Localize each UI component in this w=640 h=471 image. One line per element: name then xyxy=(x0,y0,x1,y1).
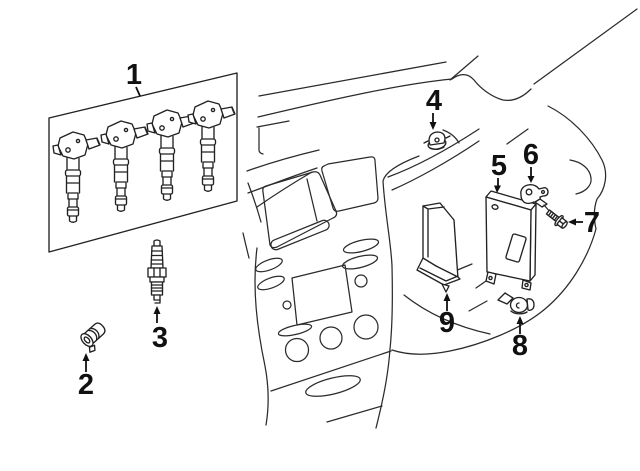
dash-recess xyxy=(321,156,379,212)
console-tray xyxy=(305,375,361,397)
dash-left-edge xyxy=(242,232,250,259)
callout-label-2[interactable]: 2 xyxy=(78,369,94,401)
left-vent xyxy=(257,275,285,291)
dash-top-edge xyxy=(257,78,453,118)
arrowhead-8 xyxy=(516,316,524,324)
ecm-module xyxy=(485,190,537,291)
bolt xyxy=(545,209,568,229)
console-left-edge xyxy=(254,247,269,426)
arrowhead-2 xyxy=(82,353,90,361)
display-vent-slot xyxy=(270,219,330,251)
dash-left-edge xyxy=(247,182,262,223)
surface-ticks xyxy=(454,263,488,312)
callout-label-6[interactable]: 6 xyxy=(523,139,539,171)
glovebox-seam xyxy=(569,159,592,195)
spark-plug xyxy=(147,239,167,304)
callout-5[interactable]: 5 xyxy=(491,150,507,193)
arrowhead-4 xyxy=(429,122,437,130)
dash-left-edge xyxy=(256,171,313,208)
console-right-edge xyxy=(375,155,420,429)
callout-8[interactable]: 8 xyxy=(512,316,528,362)
oblong-button xyxy=(277,323,313,337)
callout-3[interactable]: 3 xyxy=(152,306,168,354)
dash-right-edge xyxy=(391,105,607,355)
right-vent xyxy=(342,238,380,254)
callout-2[interactable]: 2 xyxy=(78,353,94,401)
callout-label-3[interactable]: 3 xyxy=(152,322,168,354)
dashboard-line-art xyxy=(242,8,638,429)
dash-front-crease xyxy=(387,128,480,178)
callout-9[interactable]: 9 xyxy=(439,293,455,339)
ambient-sensor xyxy=(497,292,535,315)
hvac-knob xyxy=(284,337,310,363)
callout-label-4[interactable]: 4 xyxy=(426,85,442,117)
console-crease xyxy=(270,350,392,392)
console-crease xyxy=(326,405,383,423)
cluster-hood-hump xyxy=(451,74,532,102)
bracket-panel xyxy=(416,202,461,293)
display-pod xyxy=(262,171,338,249)
callout-6[interactable]: 6 xyxy=(523,139,539,183)
callout-4[interactable]: 4 xyxy=(426,85,442,130)
center-screen xyxy=(291,264,353,326)
callout-label-9[interactable]: 9 xyxy=(439,307,455,339)
arrowhead-6 xyxy=(527,176,535,183)
sun-sensor xyxy=(423,131,451,150)
mounting-bracket xyxy=(520,184,549,208)
dash-crease xyxy=(246,149,320,172)
right-vent xyxy=(341,254,379,270)
arrowhead-9 xyxy=(443,293,451,301)
callout-label-5[interactable]: 5 xyxy=(491,150,507,182)
pillar-line-right xyxy=(533,8,638,85)
ignition-coil-set xyxy=(48,72,238,253)
leader-line-1 xyxy=(135,86,141,97)
dash-crease xyxy=(247,167,318,194)
knock-sensor xyxy=(80,322,106,353)
left-vent xyxy=(255,257,283,273)
callout-label-1[interactable]: 1 xyxy=(126,59,142,91)
arrowhead-7 xyxy=(568,218,576,226)
dash-lower-crease xyxy=(403,294,491,335)
dash-trim-seam xyxy=(256,120,290,155)
small-button xyxy=(282,300,292,310)
callout-7[interactable]: 7 xyxy=(568,207,600,239)
dash-front-crease xyxy=(391,140,480,191)
pillar-line xyxy=(449,55,479,81)
hvac-knob xyxy=(319,326,343,350)
dash-crease xyxy=(506,128,529,145)
arrowhead-5 xyxy=(494,185,501,193)
dash-top-line xyxy=(258,61,447,97)
callout-1[interactable]: 1 xyxy=(126,59,142,97)
small-button xyxy=(354,274,368,288)
sensor-seat-curve xyxy=(442,129,460,144)
display-divider xyxy=(306,178,318,222)
hvac-knob xyxy=(353,314,379,340)
callout-label-7[interactable]: 7 xyxy=(584,207,600,239)
callout-label-8[interactable]: 8 xyxy=(512,330,528,362)
arrowhead-3 xyxy=(153,306,161,314)
